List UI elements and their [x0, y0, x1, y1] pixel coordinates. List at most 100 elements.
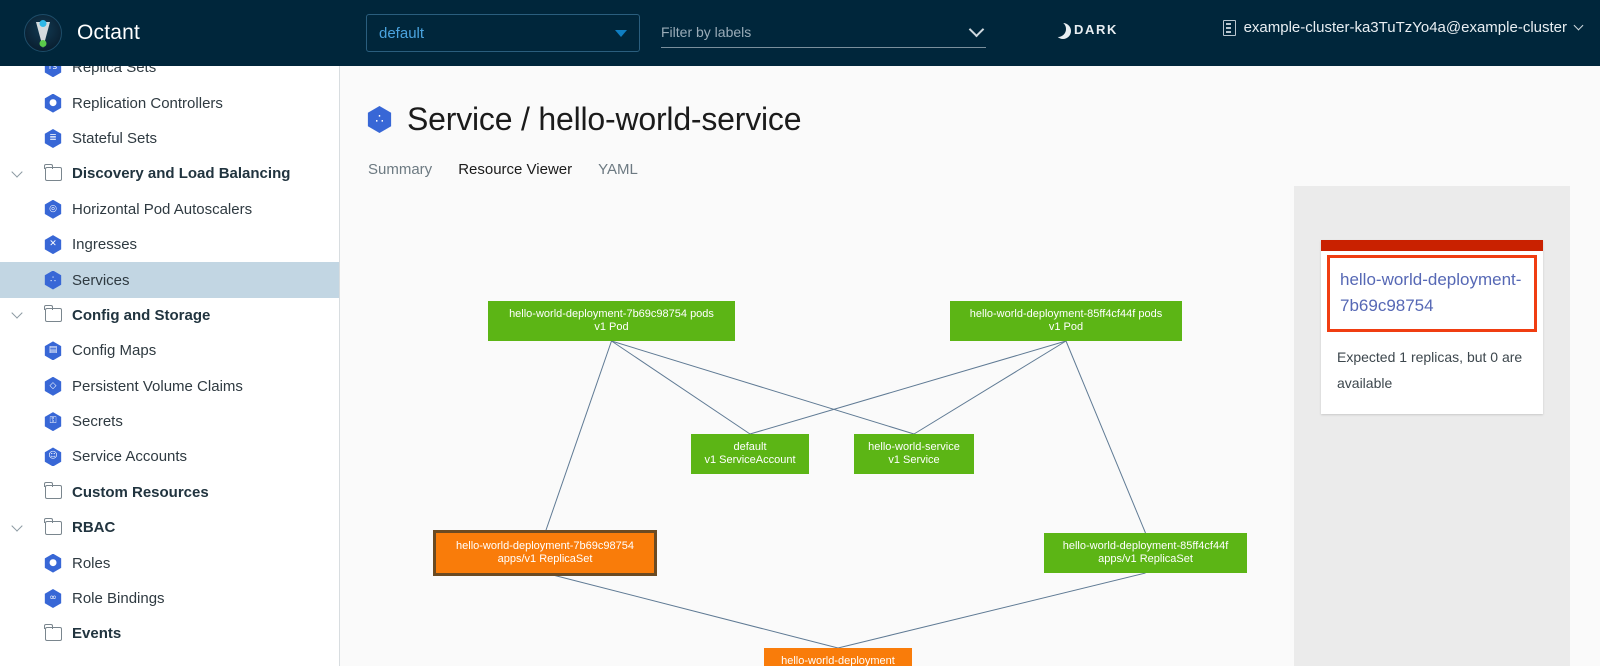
- tab-summary[interactable]: Summary: [368, 161, 433, 178]
- chevron-down-icon[interactable]: [0, 307, 34, 321]
- sidebar-item-ingresses[interactable]: ✕Ingresses: [0, 227, 339, 262]
- k8s-ingress-icon: ✕: [34, 235, 72, 255]
- graph-node-kind: apps/v1 ReplicaSet: [1098, 553, 1193, 565]
- k8s-service-icon: ∴: [34, 270, 72, 290]
- chevron-down-icon[interactable]: [0, 520, 34, 534]
- sidebar-item-config-and-storage[interactable]: Config and Storage: [0, 298, 339, 333]
- graph-edge-layer: [544, 340, 1146, 649]
- graph-node-kind: v1 ServiceAccount: [704, 454, 796, 466]
- graph-node-kind: v1 Service: [888, 454, 940, 466]
- label-filter-placeholder: Filter by labels: [661, 23, 752, 40]
- sidebar-item-config-maps[interactable]: ▤Config Maps: [0, 333, 339, 368]
- alert-card: hello-world-deployment-7b69c98754 Expect…: [1321, 240, 1543, 414]
- sidebar-item-replication-controllers[interactable]: ●Replication Controllers: [0, 85, 339, 120]
- sidebar-item-label: Replication Controllers: [72, 94, 223, 112]
- folder-icon: [34, 305, 72, 323]
- graph-node-name: hello-world-deployment-7b69c98754 pods: [509, 307, 714, 320]
- chevron-down-icon: [968, 21, 985, 37]
- sidebar-item-events[interactable]: Events: [0, 616, 339, 651]
- graph-node-name: default: [733, 440, 767, 453]
- sidebar-item-service-accounts[interactable]: ☺Service Accounts: [0, 439, 339, 474]
- brand[interactable]: Octant: [24, 14, 140, 52]
- sidebar-item-label: Secrets: [72, 413, 123, 431]
- sidebar-item-rbac[interactable]: RBAC: [0, 510, 339, 545]
- cluster-select[interactable]: example-cluster-ka3TuTzYo4a@example-clus…: [1222, 19, 1584, 36]
- theme-toggle-label: DARK: [1074, 21, 1118, 37]
- sidebar-item-label: Horizontal Pod Autoscalers: [72, 200, 253, 218]
- sidebar-item-stateful-sets[interactable]: ≣Stateful Sets: [0, 121, 339, 156]
- label-filter-input[interactable]: Filter by labels: [661, 16, 986, 48]
- graph-node-dep-hello[interactable]: hello-world-deploymentapps/v1 Deployment: [764, 648, 912, 666]
- k8s-rolebinding-icon: ∞: [34, 589, 72, 609]
- graph-edge: [611, 340, 751, 435]
- k8s-secret-icon: ⚿: [34, 412, 72, 432]
- alert-title-box: hello-world-deployment-7b69c98754: [1327, 255, 1537, 332]
- namespace-value: default: [379, 24, 425, 42]
- k8s-service-icon: ∴: [367, 106, 392, 133]
- graph-node-kind: v1 Pod: [1048, 321, 1084, 333]
- k8s-pvc-icon: ◇: [34, 376, 72, 396]
- sidebar-item-label: Ingresses: [72, 236, 138, 254]
- k8s-hpa-icon: ◎: [34, 199, 72, 219]
- sidebar-item-label: Roles: [72, 554, 111, 572]
- chevron-down-icon: [615, 29, 627, 37]
- graph-edge: [544, 340, 612, 534]
- sidebar-item-label: Config Maps: [72, 342, 157, 360]
- folder-icon: [34, 163, 72, 181]
- theme-toggle[interactable]: DARK: [1050, 21, 1118, 37]
- sidebar-item-custom-resources[interactable]: Custom Resources: [0, 475, 339, 510]
- cluster-icon: [1222, 19, 1236, 36]
- namespace-select[interactable]: default: [366, 14, 640, 52]
- resource-viewer: hello-world-deployment-7b69c98754 pods v1…: [366, 186, 1570, 666]
- sidebar-item-label: Discovery and Load Balancing: [72, 165, 291, 183]
- resource-graph-canvas[interactable]: hello-world-deployment-7b69c98754 pods v1…: [366, 186, 1294, 666]
- chevron-down-icon[interactable]: [0, 166, 34, 180]
- top-header: Octant default Filter by labels DARK exa…: [0, 0, 1600, 66]
- octant-lighthouse-logo-icon: [24, 14, 62, 52]
- sidebar-item-label: RBAC: [72, 519, 116, 537]
- alert-resource-link[interactable]: hello-world-deployment-7b69c98754: [1340, 270, 1522, 315]
- detail-side-panel: hello-world-deployment-7b69c98754 Expect…: [1294, 186, 1570, 666]
- sidebar-item-secrets[interactable]: ⚿Secrets: [0, 404, 339, 439]
- k8s-serviceaccount-icon: ☺: [34, 447, 72, 467]
- graph-edge: [611, 340, 915, 435]
- graph-edge: [913, 340, 1067, 435]
- sidebar-item-roles[interactable]: ●Roles: [0, 545, 339, 580]
- sidebar-item-persistent-volume-claims[interactable]: ◇Persistent Volume Claims: [0, 369, 339, 404]
- graph-node-kind: apps/v1 ReplicaSet: [497, 553, 593, 565]
- sidebar-item-role-bindings[interactable]: ∞Role Bindings: [0, 581, 339, 616]
- k8s-replicaset-icon: rs: [34, 66, 72, 78]
- chevron-down-icon: [1573, 20, 1584, 31]
- sidebar-item-services[interactable]: ∴Services: [0, 262, 339, 298]
- sidebar-item-label: Stateful Sets: [72, 129, 158, 147]
- graph-node-name: hello-world-deployment: [781, 654, 895, 666]
- sidebar-item-horizontal-pod-autoscalers[interactable]: ◎Horizontal Pod Autoscalers: [0, 192, 339, 227]
- sidebar-item-label: Service Accounts: [72, 448, 188, 466]
- page-title: ∴ Service / hello-world-service: [366, 101, 1600, 138]
- k8s-role-icon: ●: [34, 553, 72, 573]
- sidebar-item-label: Persistent Volume Claims: [72, 377, 243, 395]
- k8s-configmap-icon: ▤: [34, 341, 72, 361]
- graph-edge: [837, 572, 1146, 649]
- folder-icon: [34, 482, 72, 500]
- sidebar-item-label: Replica Sets: [72, 66, 157, 77]
- sidebar-item-label: Role Bindings: [72, 590, 165, 608]
- brand-name: Octant: [77, 21, 141, 44]
- tab-yaml[interactable]: YAML: [598, 161, 638, 178]
- graph-node-name: hello-world-service: [868, 440, 960, 453]
- graph-edge: [1065, 340, 1146, 534]
- graph-edge: [544, 572, 839, 649]
- sidebar-item-discovery-and-load-balancing[interactable]: Discovery and Load Balancing: [0, 156, 339, 191]
- graph-edge: [749, 340, 1067, 435]
- moon-icon: [1050, 21, 1066, 37]
